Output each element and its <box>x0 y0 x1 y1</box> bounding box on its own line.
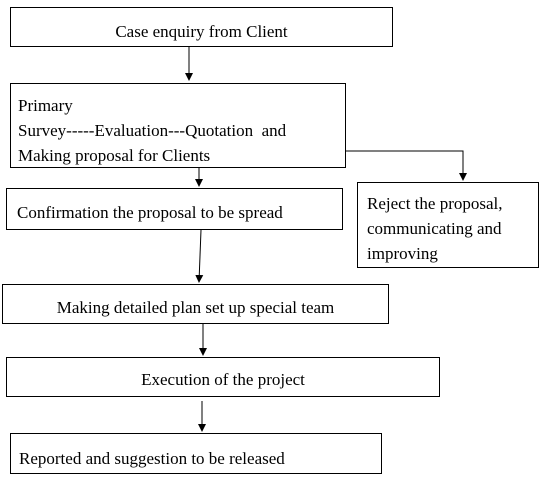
step-case-enquiry-label: Case enquiry from Client <box>115 22 288 41</box>
step-reported-label: Reported and suggestion to be released <box>19 449 285 468</box>
step-confirmation-label: Confirmation the proposal to be spread <box>17 203 283 222</box>
arrow-primary-to-reject <box>346 150 467 181</box>
step-execution: Execution of the project <box>6 357 440 397</box>
step-reject-line-1: Reject the proposal, <box>367 194 503 213</box>
step-primary-survey-line-3: Making proposal for Clients <box>18 146 211 165</box>
step-primary-survey-line-1: Primary <box>18 96 73 115</box>
step-primary-survey-line-2: Survey-----Evaluation---Quotation and <box>18 121 287 140</box>
arrow-confirm-to-plan <box>195 229 204 283</box>
step-detailed-plan-label: Making detailed plan set up special team <box>56 298 335 317</box>
step-case-enquiry: Case enquiry from Client <box>10 7 393 47</box>
step-reported: Reported and suggestion to be released <box>10 433 382 474</box>
step-reject-proposal: Reject the proposal, communicating and i… <box>357 182 539 268</box>
step-detailed-plan: Making detailed plan set up special team <box>2 284 389 324</box>
step-execution-label: Execution of the project <box>141 370 305 389</box>
step-confirmation: Confirmation the proposal to be spread <box>6 188 343 230</box>
step-reject-line-3: improving <box>367 244 438 263</box>
step-primary-survey: Primary Survey-----Evaluation---Quotatio… <box>10 83 346 168</box>
step-reject-line-2: communicating and <box>367 219 502 238</box>
